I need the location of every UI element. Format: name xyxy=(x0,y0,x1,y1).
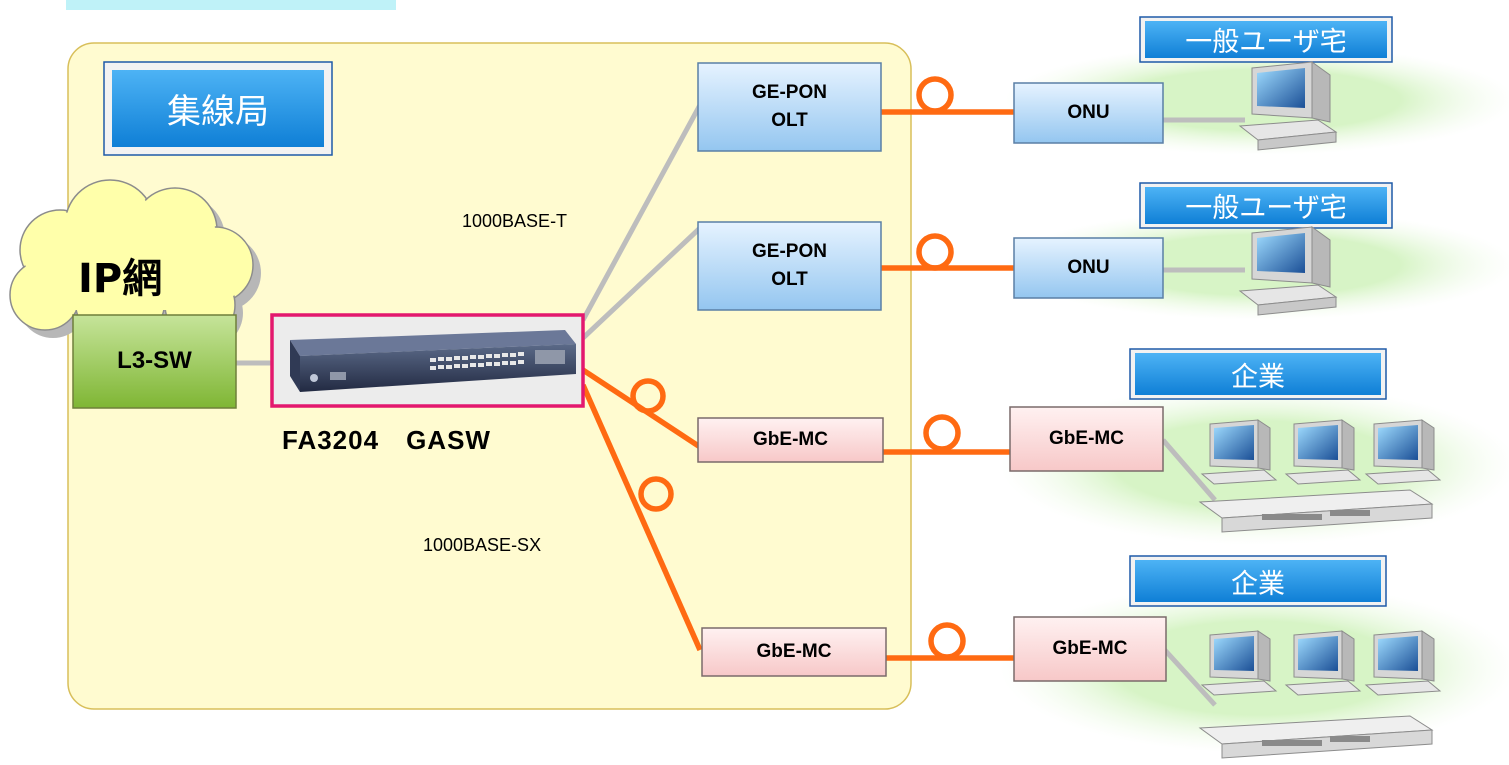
fa3204-switch-image xyxy=(290,330,576,392)
mc-remote-box-1 xyxy=(1009,406,1164,472)
corp-pcs-2 xyxy=(1198,630,1442,759)
olt-2-line2: OLT xyxy=(771,269,808,290)
onu-box-2 xyxy=(1013,237,1164,299)
olt-2-line1: GE-PON xyxy=(752,241,827,263)
fa3204-switch-label: FA3204 GASW xyxy=(282,425,491,455)
fiber-coil-3 xyxy=(630,378,666,414)
link-fiber-label: 1000BASE-SX xyxy=(423,535,542,555)
l3-switch-label: L3-SW xyxy=(117,347,192,375)
onu-1-label: ONU xyxy=(1067,102,1110,124)
home-pc-icon-2 xyxy=(1238,226,1338,316)
olt-1-label: GE-PON OLT xyxy=(698,63,881,151)
link-copper-label: 1000BASE-T xyxy=(462,211,568,231)
olt-2-label: GE-PON OLT xyxy=(698,222,881,310)
mc-local-box-1 xyxy=(697,417,884,463)
olt-box-2 xyxy=(697,221,882,311)
home-site-1-banner: 一般ユーザ宅 xyxy=(1185,27,1347,58)
fiber-coil-5 xyxy=(923,414,961,452)
corp-pcs-1 xyxy=(1198,419,1442,533)
fiber-coil-1 xyxy=(916,76,954,114)
corp-site-1-banner: 企業 xyxy=(1231,361,1285,393)
mc-remote-1-label: GbE-MC xyxy=(1049,428,1124,450)
mc-remote-box-2 xyxy=(1013,616,1167,682)
home-site-2-banner: 一般ユーザ宅 xyxy=(1185,193,1347,224)
mc-remote-2-label: GbE-MC xyxy=(1052,638,1128,660)
mc-local-box-2 xyxy=(701,627,887,677)
fiber-coil-6 xyxy=(928,622,966,660)
onu-box-1 xyxy=(1013,82,1164,144)
ip-network-label: IP網 xyxy=(78,256,163,302)
header-strip xyxy=(66,0,396,10)
fiber-links xyxy=(580,76,1014,661)
fiber-coil-4 xyxy=(638,476,674,512)
mc-local-1-label: GbE-MC xyxy=(753,429,828,451)
copper-link-olt-2 xyxy=(581,226,702,340)
corp-site-2-banner: 企業 xyxy=(1231,568,1285,600)
fiber-coil-2 xyxy=(916,233,954,271)
olt-box-1 xyxy=(697,62,882,152)
banner-shapes xyxy=(103,16,1393,607)
copper-links xyxy=(236,103,1245,707)
home-pc-icon-1 xyxy=(1238,61,1338,151)
copper-link-olt-1 xyxy=(580,103,703,322)
mc-local-2-label: GbE-MC xyxy=(756,641,832,663)
l3-switch-box xyxy=(72,314,237,409)
olt-1-line2: OLT xyxy=(771,110,808,131)
onu-2-label: ONU xyxy=(1067,257,1110,279)
olt-1-line1: GE-PON xyxy=(752,82,827,104)
concentrator-title: 集線局 xyxy=(167,92,269,132)
